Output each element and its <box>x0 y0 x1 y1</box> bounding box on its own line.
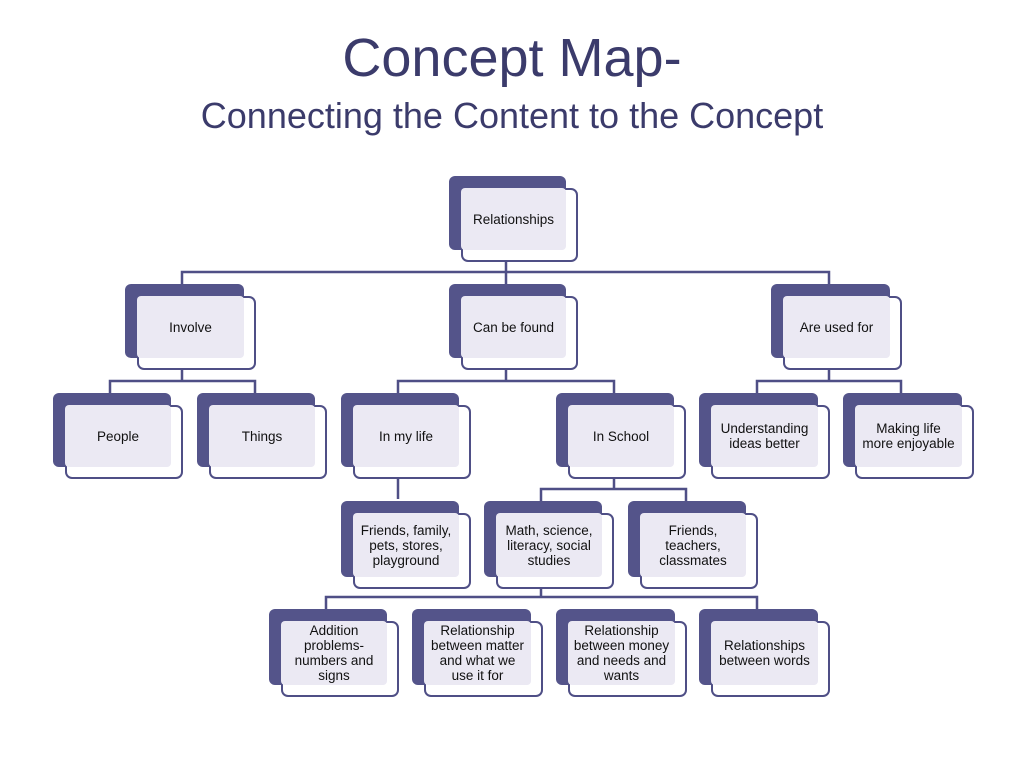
connector-involve <box>108 368 257 393</box>
node-matter: Relationship between matter and what we … <box>412 609 543 697</box>
node-in-my-life: In my life <box>341 393 471 479</box>
node-can-be-found: Can be found <box>449 284 578 370</box>
node-addition: Addition problems- numbers and signs <box>269 609 399 697</box>
node-are-used-for: Are used for <box>771 284 902 370</box>
node-money-label: Relationship between money and needs and… <box>568 621 675 685</box>
slide-subtitle: Connecting the Content to the Concept <box>200 95 824 136</box>
node-friends-family-label: Friends, family, pets, stores, playgroun… <box>353 513 459 577</box>
node-matter-label: Relationship between matter and what we … <box>424 621 531 685</box>
connector-can-be-found <box>396 368 616 393</box>
slide-title: Concept Map- <box>342 28 682 88</box>
node-involve: Involve <box>125 284 256 370</box>
node-math-science: Math, science, literacy, social studies <box>484 501 614 589</box>
connector-math-science <box>324 586 759 609</box>
node-in-my-life-label: In my life <box>353 405 459 467</box>
node-friends-teachers: Friends, teachers, classmates <box>628 501 758 589</box>
node-money: Relationship between money and needs and… <box>556 609 687 697</box>
node-are-used-for-label: Are used for <box>783 296 890 358</box>
node-in-school: In School <box>556 393 686 479</box>
node-words-label: Relationships between words <box>711 621 818 685</box>
node-things-label: Things <box>209 405 315 467</box>
node-understanding: Understanding ideas better <box>699 393 830 479</box>
node-making-life-label: Making life more enjoyable <box>855 405 962 467</box>
node-friends-family: Friends, family, pets, stores, playgroun… <box>341 501 471 589</box>
node-words: Relationships between words <box>699 609 830 697</box>
node-involve-label: Involve <box>137 296 244 358</box>
node-relationships-label: Relationships <box>461 188 566 250</box>
node-in-school-label: In School <box>568 405 674 467</box>
node-addition-label: Addition problems- numbers and signs <box>281 621 387 685</box>
node-things: Things <box>197 393 327 479</box>
node-people: People <box>53 393 183 479</box>
node-understanding-label: Understanding ideas better <box>711 405 818 467</box>
node-can-be-found-label: Can be found <box>461 296 566 358</box>
connector-root <box>180 262 831 284</box>
node-people-label: People <box>65 405 171 467</box>
node-relationships: Relationships <box>449 176 578 262</box>
connector-are-used-for <box>755 368 903 393</box>
node-making-life: Making life more enjoyable <box>843 393 974 479</box>
connector-in-school <box>539 477 688 501</box>
node-math-science-label: Math, science, literacy, social studies <box>496 513 602 577</box>
node-friends-teachers-label: Friends, teachers, classmates <box>640 513 746 577</box>
